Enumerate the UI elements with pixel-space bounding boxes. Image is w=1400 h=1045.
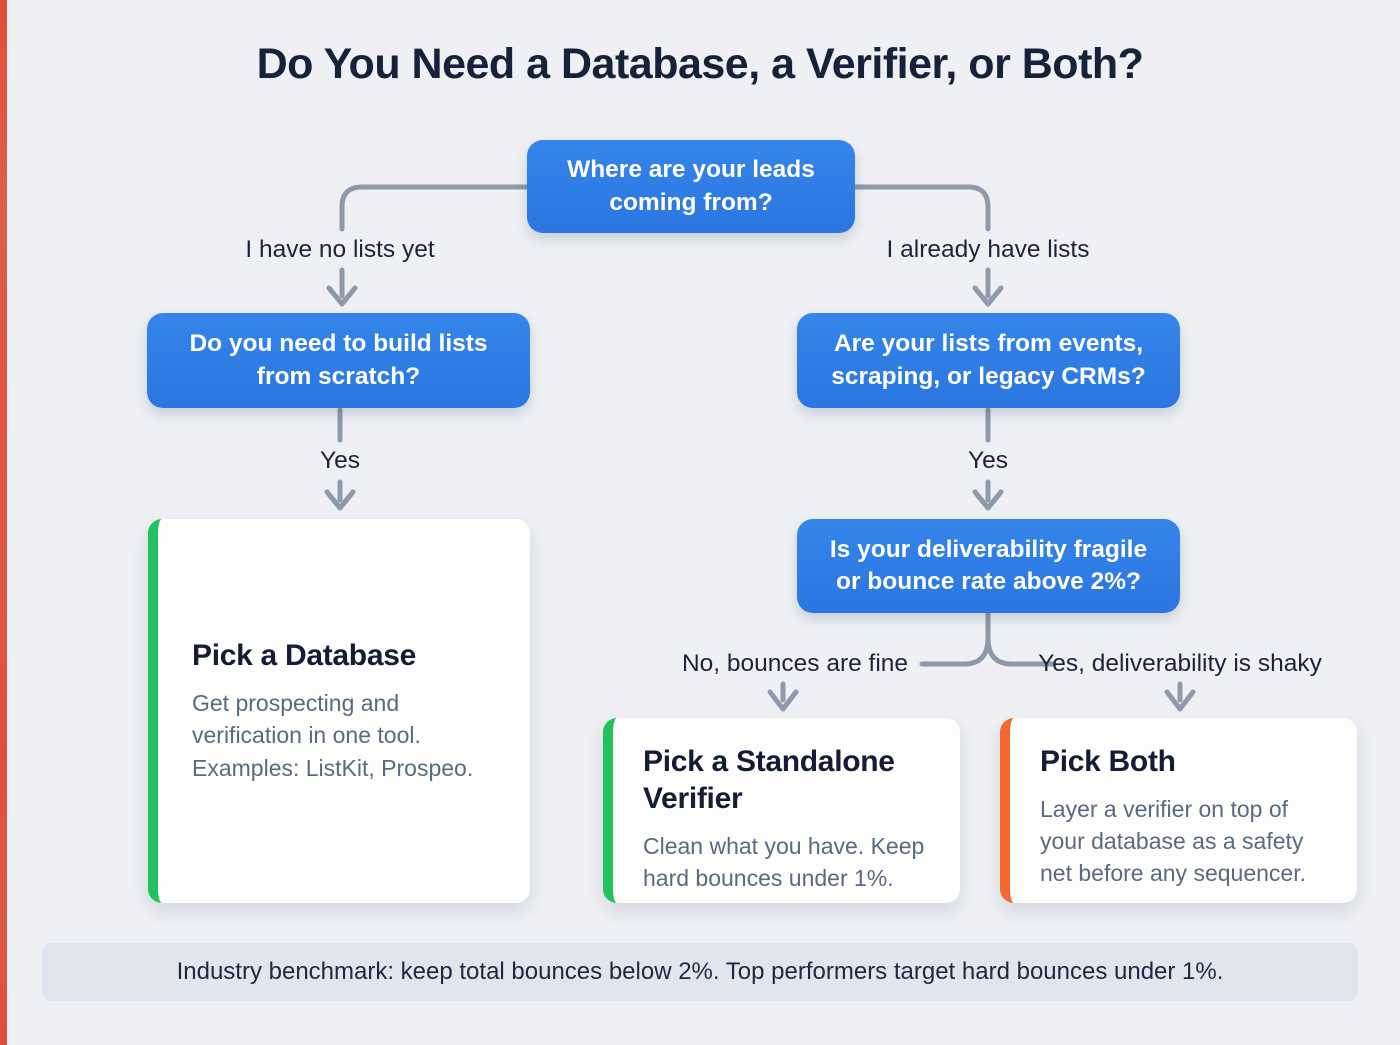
decision-node-lists-origin: Are your lists from events, scraping, or…: [797, 313, 1180, 408]
branch-label-no-bounces: No, bounces are fine: [681, 650, 909, 677]
decision-node-deliverability: Is your deliverability fragile or bounce…: [797, 519, 1180, 613]
left-edge-red-artifact: [0, 0, 7, 1045]
connector-root-to-left: [339, 184, 530, 232]
branch-label-yes-left: Yes: [320, 447, 360, 474]
branch-label-yes-shaky: Yes, deliverability is shaky: [1038, 650, 1322, 677]
connector-split-right: [985, 635, 1057, 667]
outcome-card-both: Pick Both Layer a verifier on top of you…: [1000, 718, 1357, 903]
outcome-card-standalone-verifier: Pick a Standalone Verifier Clean what yo…: [603, 718, 960, 903]
arrow-yes-right: [972, 479, 1004, 511]
outcome-description-database: Get prospecting and verification in one …: [192, 690, 474, 781]
outcome-title-standalone-verifier: Pick a Standalone Verifier: [643, 745, 895, 815]
outcome-card-database: Pick a Database Get prospecting and veri…: [148, 519, 530, 903]
branch-label-no-lists: I have no lists yet: [245, 236, 435, 263]
arrow-left-branch: [326, 267, 358, 307]
arrow-yes-shaky: [1164, 681, 1196, 712]
page-title: Do You Need a Database, a Verifier, or B…: [256, 40, 1144, 88]
arrow-no-bounces: [767, 681, 799, 712]
arrow-yes-left: [324, 479, 356, 511]
outcome-description-both: Layer a verifier on top of your database…: [1040, 795, 1306, 887]
outcome-title-database: Pick a Database: [192, 639, 416, 673]
outcome-title-both: Pick Both: [1040, 745, 1176, 778]
outcome-description-standalone-verifier: Clean what you have. Keep hard bounces u…: [643, 832, 925, 891]
decision-node-leads-source: Where are your leads coming from?: [527, 140, 855, 233]
branch-label-yes-right: Yes: [968, 447, 1008, 474]
decision-node-build-lists: Do you need to build lists from scratch?: [147, 313, 530, 408]
benchmark-footer: Industry benchmark: keep total bounces b…: [42, 943, 1358, 1001]
branch-label-have-lists: I already have lists: [886, 236, 1090, 263]
arrow-right-branch: [972, 267, 1004, 307]
connector-root-to-right: [852, 184, 991, 232]
